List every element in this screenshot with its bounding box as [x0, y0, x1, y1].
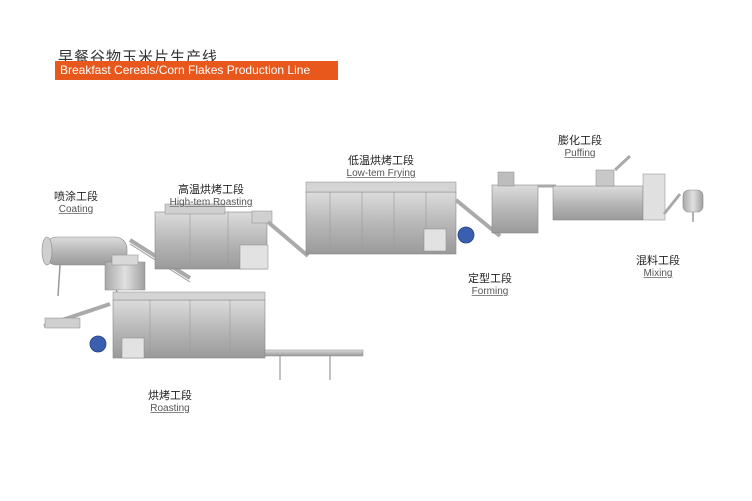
high-temp-roasting-label-cn: 高温烘烤工段	[178, 183, 244, 196]
roasting-machine	[43, 291, 364, 380]
roasting-label: 烘烤工段 Roasting	[138, 387, 202, 414]
high-temp-roasting-label-en: High-tem Roasting	[169, 197, 253, 208]
high-temp-roasting-label: 高温烘烤工段 High-tem Roasting	[150, 181, 272, 208]
coating-machine	[41, 236, 192, 297]
puffing-extruder	[552, 154, 666, 221]
title-banner	[55, 61, 338, 80]
puffing-label: 膨化工段 Puffing	[548, 132, 612, 159]
low-temp-frying-machine	[305, 181, 502, 255]
puffing-label-cn: 膨化工段	[558, 134, 602, 147]
coating-label: 喷涂工段 Coating	[40, 188, 112, 215]
coating-label-en: Coating	[58, 204, 94, 215]
puffing-label-en: Puffing	[564, 148, 596, 159]
mixing-label-cn: 混料工段	[636, 254, 680, 267]
forming-label-en: Forming	[471, 286, 509, 297]
page-title-en: Breakfast Cereals/Corn Flakes Production…	[60, 63, 311, 77]
low-temp-frying-label-en: Low-tem Frying	[346, 168, 416, 179]
low-temp-frying-label-cn: 低温烘烤工段	[348, 154, 414, 167]
forming-label-cn: 定型工段	[468, 272, 512, 285]
roasting-label-en: Roasting	[150, 403, 190, 414]
coating-label-cn: 喷涂工段	[54, 190, 98, 203]
forming-label: 定型工段 Forming	[458, 270, 522, 297]
low-temp-frying-label: 低温烘烤工段 Low-tem Frying	[334, 152, 428, 179]
mixing-label: 混料工段 Mixing	[626, 252, 690, 279]
forming-machine	[491, 171, 556, 234]
high-temp-roasting-machine	[154, 203, 310, 270]
mixing-machine	[662, 189, 704, 222]
mixing-label-en: Mixing	[643, 268, 673, 279]
roasting-label-cn: 烘烤工段	[148, 389, 192, 402]
